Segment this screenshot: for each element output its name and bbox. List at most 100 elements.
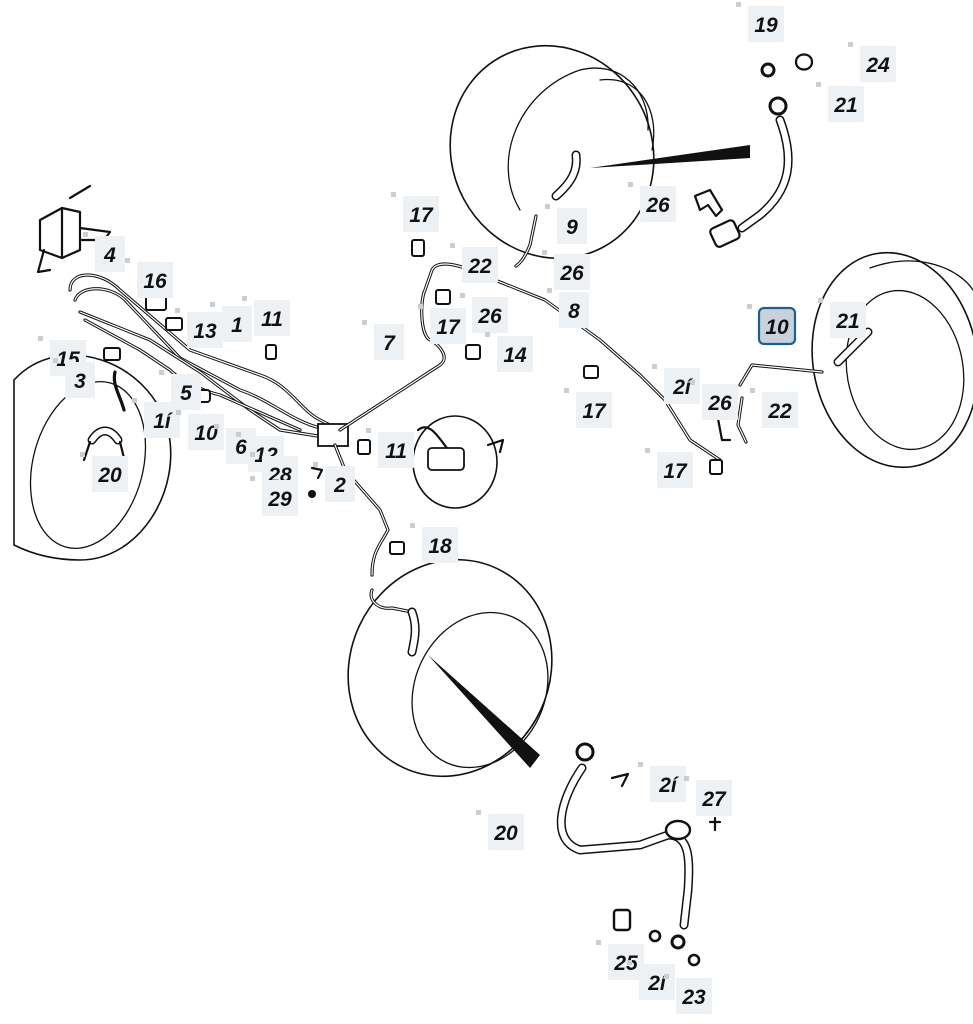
callout-c26a: 26 [628, 182, 676, 222]
callout-background [559, 292, 589, 328]
callout-number: 16 [143, 270, 167, 293]
callout-background [657, 452, 693, 488]
callout-background [650, 766, 686, 802]
callout-marker [747, 304, 752, 309]
callout-c10: 10 [747, 304, 797, 346]
callout-c17b: 17 [418, 304, 466, 344]
callout-marker [690, 380, 695, 385]
callout-background [640, 186, 676, 222]
callout-background [430, 308, 466, 344]
callout-number: 11 [385, 440, 407, 463]
callout-marker [638, 762, 643, 767]
callout-number: 26 [477, 305, 502, 328]
callout-c22a: 22 [450, 243, 498, 283]
callout-c17d: 17 [645, 448, 693, 488]
callout-number: 8 [568, 300, 580, 323]
callout-background [639, 964, 675, 1000]
callout-number: 10 [765, 316, 789, 339]
callout-marker [450, 243, 455, 248]
callout-number: 24 [865, 54, 890, 77]
callout-c10b: 10 [176, 410, 224, 450]
callout-background [95, 236, 125, 272]
callout-marker [214, 424, 219, 429]
callout-marker [645, 448, 650, 453]
callout-number: 2í [658, 774, 680, 797]
top-wheel-flex-hose [514, 150, 581, 268]
callout-background [762, 392, 798, 428]
callout-c26b: 26 [542, 250, 590, 290]
callout-c23a: 2í [627, 960, 675, 1000]
callout-background [171, 374, 201, 410]
callout-number: 19 [754, 14, 778, 37]
callout-background [488, 814, 524, 850]
callout-c11a: 11 [242, 296, 290, 336]
callout-marker [38, 336, 43, 341]
callout-marker [159, 370, 164, 375]
callout-background [757, 306, 797, 346]
callout-marker [652, 364, 657, 369]
callout-marker [485, 332, 490, 337]
callout-number: 14 [503, 344, 527, 367]
callout-c11b: 11 [366, 428, 414, 468]
callout-c24: 24 [848, 42, 896, 82]
callout-number: 7 [383, 332, 396, 355]
callout-c25: 25 [596, 940, 644, 980]
callout-background [137, 262, 173, 298]
callout-marker [545, 204, 550, 209]
callout-c1: 1 [210, 302, 252, 342]
rear-brake-line [333, 443, 420, 657]
callout-background [557, 208, 587, 244]
callout-background [472, 297, 508, 333]
callout-background [422, 527, 458, 563]
bolt-24 [794, 53, 814, 71]
callout-background [144, 402, 180, 438]
callout-number: 4 [103, 244, 116, 267]
callout-number: 6 [235, 436, 247, 459]
callout-number: 13 [193, 320, 217, 343]
callout-marker [236, 432, 241, 437]
callout-c26d: 2í [652, 364, 700, 404]
callout-background [378, 432, 414, 468]
callout-marker [564, 388, 569, 393]
top-wheel [449, 44, 750, 260]
callout-number: 25 [613, 952, 638, 975]
callout-c18: 18 [410, 523, 458, 563]
callout-marker [664, 974, 669, 979]
callout-marker [391, 192, 396, 197]
callout-marker [125, 258, 130, 263]
callout-marker [547, 288, 552, 293]
abs-valve-assembly [36, 184, 112, 274]
callout-c8: 8 [547, 288, 589, 328]
callout-background [462, 247, 498, 283]
callout-background [608, 944, 644, 980]
callout-marker [684, 776, 689, 781]
callout-marker [176, 410, 181, 415]
callout-number: 18 [428, 535, 452, 558]
left-wheel-hoses [82, 370, 126, 462]
callout-marker [250, 476, 255, 481]
brake-hose-21-top [709, 96, 793, 248]
callout-background [65, 362, 95, 398]
callout-marker [418, 304, 423, 309]
callout-c5: 5 [159, 370, 201, 410]
callout-c2: 2 [313, 462, 355, 502]
callout-marker [53, 358, 58, 363]
callout-marker [627, 960, 632, 965]
callout-background [254, 300, 290, 336]
callout-number: 17 [409, 204, 434, 227]
callout-marker [313, 462, 318, 467]
callout-marker [362, 320, 367, 325]
callout-number: 3 [74, 370, 86, 393]
callout-marker [210, 302, 215, 307]
callout-c20b: 20 [476, 810, 524, 850]
callout-number: 22 [767, 400, 792, 423]
callout-number: 20 [97, 464, 122, 487]
callout-c3: 3 [53, 358, 95, 398]
callout-background [262, 480, 298, 516]
right-wheel [811, 251, 973, 469]
callout-c22b: 22 [750, 388, 798, 428]
callout-number: 17 [663, 460, 688, 483]
callout-number: 1 [231, 314, 243, 337]
